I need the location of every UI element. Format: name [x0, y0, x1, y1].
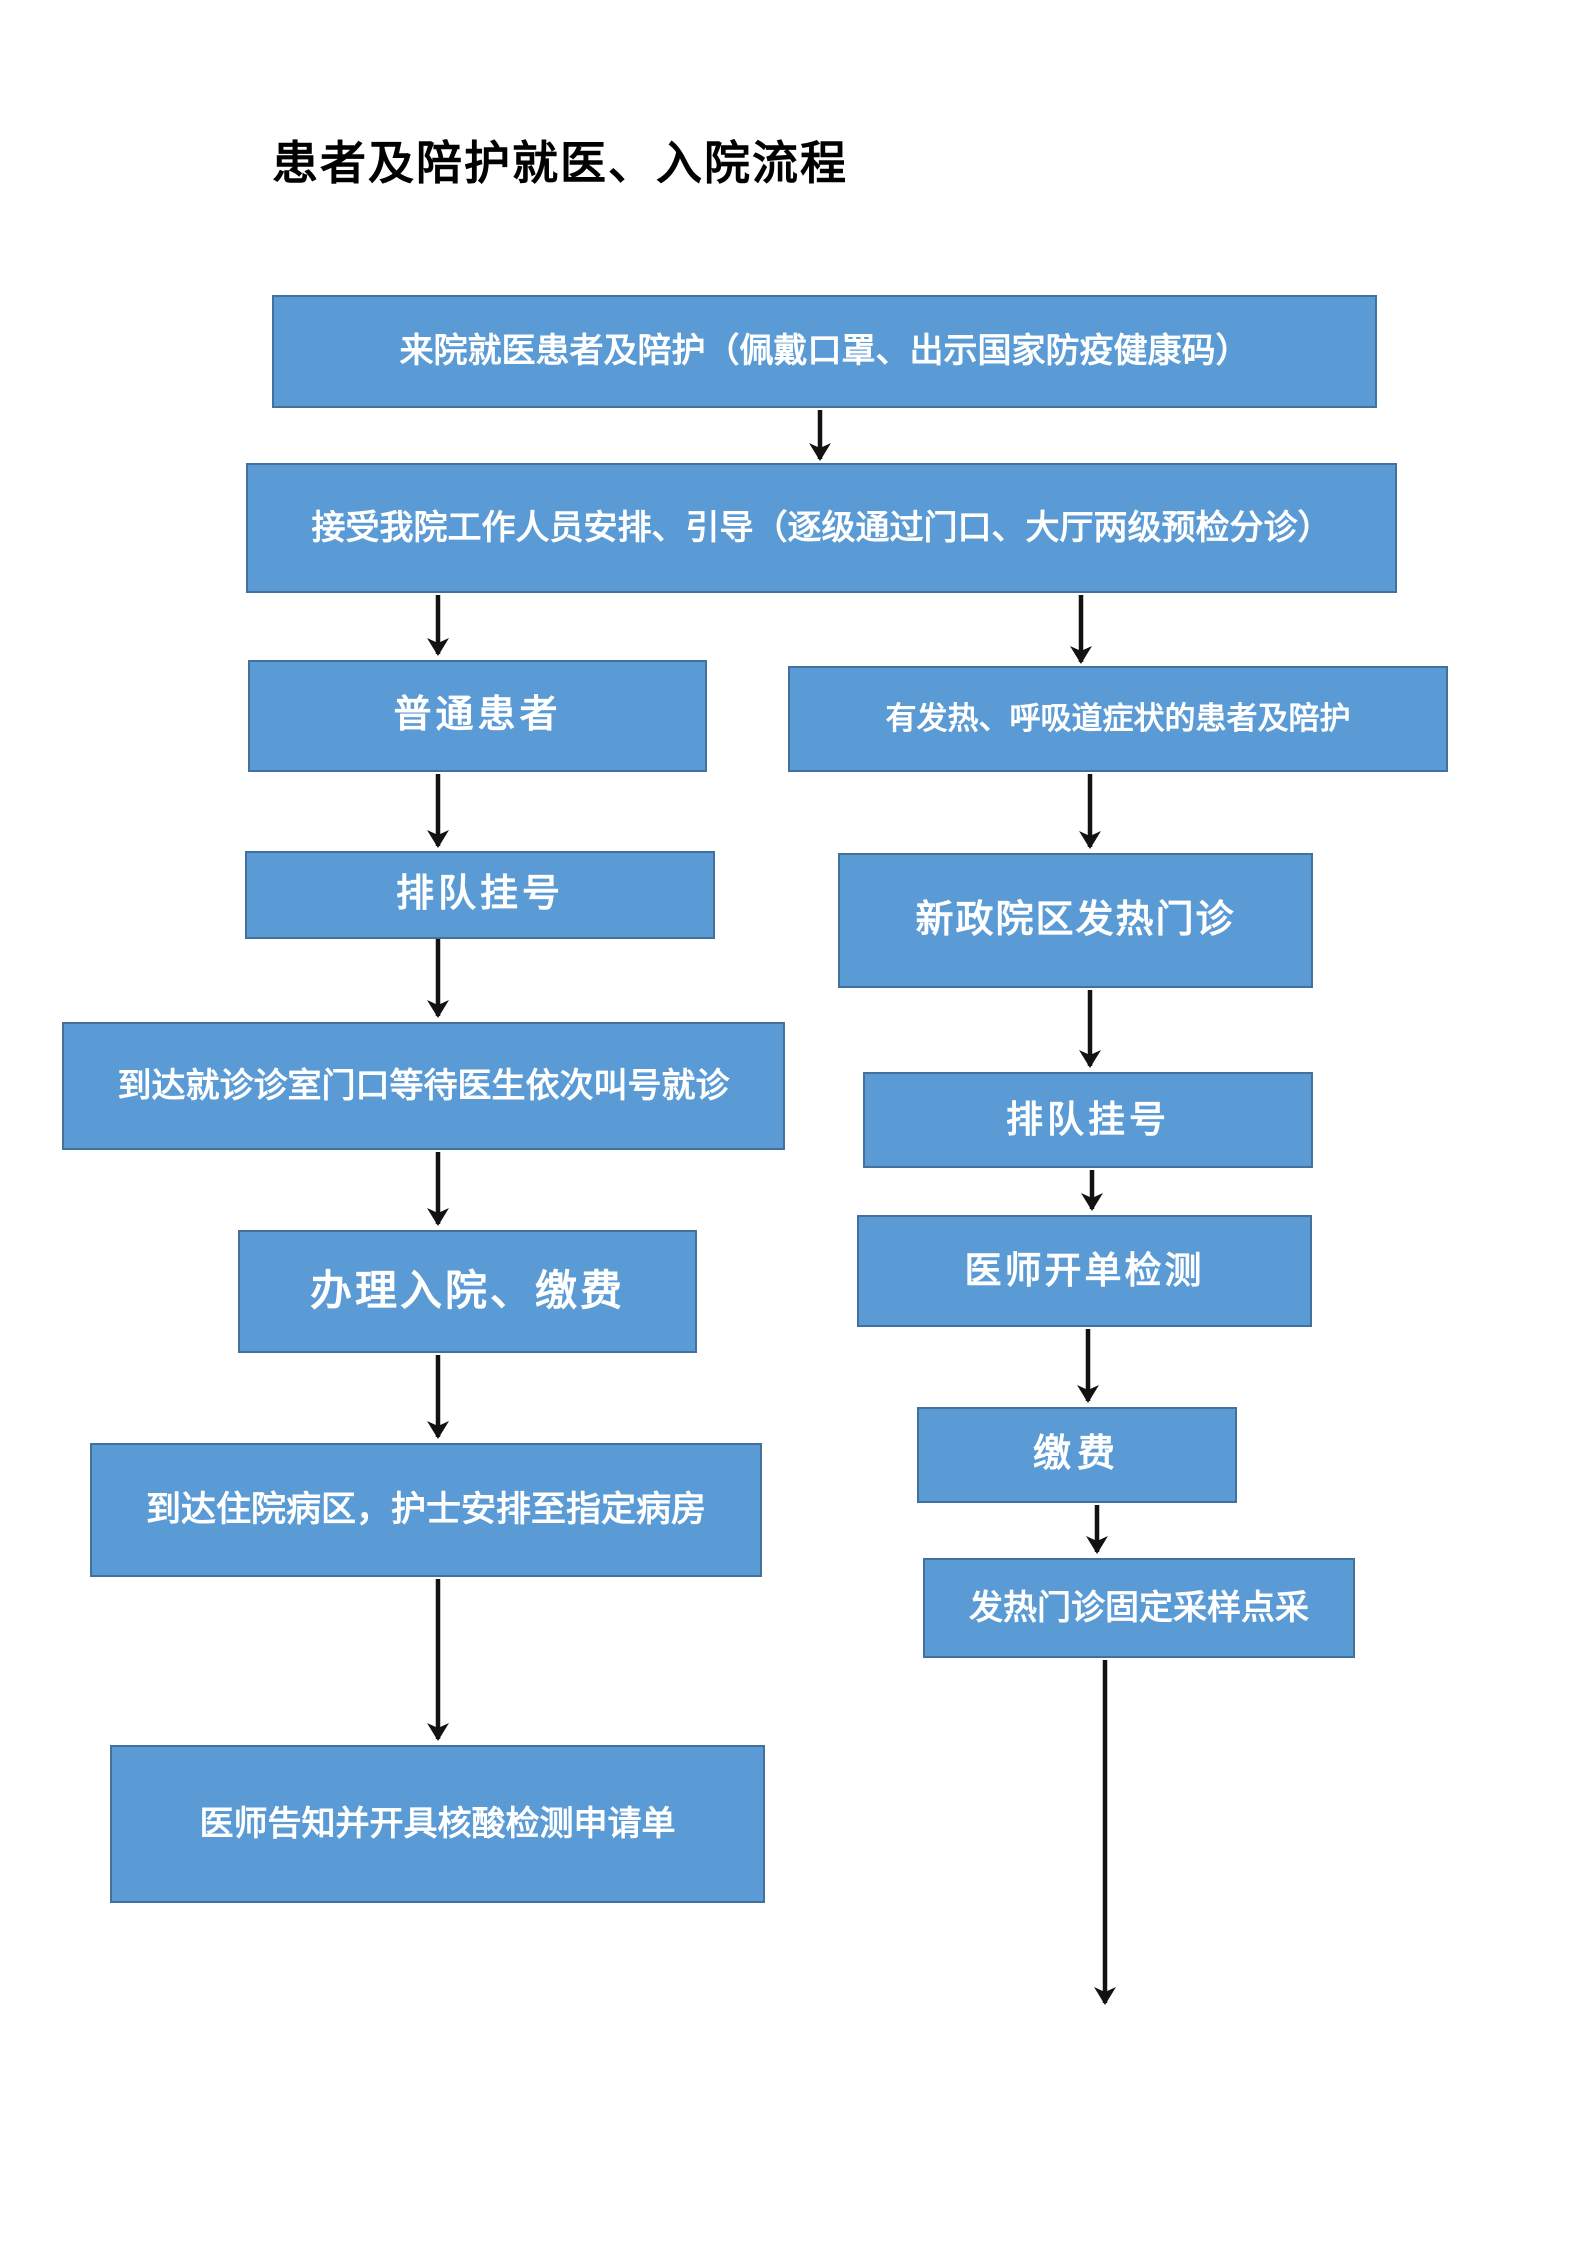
- flow-node-payment: 缴费: [917, 1407, 1237, 1503]
- flow-node-queue-register-left-label: 排队挂号: [395, 873, 564, 916]
- flow-node-arrival: 来院就医患者及陪护（佩戴口罩、出示国家防疫健康码）: [272, 295, 1377, 408]
- page-title: 患者及陪护就医、入院流程: [272, 138, 848, 189]
- flow-node-admission-payment-label: 办理入院、缴费: [309, 1267, 625, 1315]
- flow-node-fever-patient: 有发热、呼吸道症状的患者及陪护: [788, 666, 1448, 772]
- flow-node-ward-arrival: 到达住院病区，护士安排至指定病房: [90, 1443, 762, 1577]
- flow-node-sampling-point-label: 发热门诊固定采样点采: [969, 1588, 1309, 1627]
- flow-node-guidance: 接受我院工作人员安排、引导（逐级通过门口、大厅两级预检分诊）: [246, 463, 1397, 593]
- flow-node-sampling-point: 发热门诊固定采样点采: [923, 1558, 1355, 1658]
- flow-node-clinic-waiting-label: 到达就诊诊室门口等待医生依次叫号就诊: [117, 1066, 730, 1105]
- flow-node-nucleic-acid-order-label: 医师告知并开具核酸检测申请单: [199, 1804, 676, 1843]
- flow-node-queue-register-right: 排队挂号: [863, 1072, 1313, 1168]
- flow-node-doctor-test-order-label: 医师开单检测: [964, 1249, 1205, 1291]
- flow-node-admission-payment: 办理入院、缴费: [238, 1230, 697, 1353]
- flow-node-queue-register-right-label: 排队挂号: [1006, 1098, 1170, 1140]
- flow-node-ward-arrival-label: 到达住院病区，护士安排至指定病房: [145, 1490, 706, 1530]
- flow-node-arrival-label: 来院就医患者及陪护（佩戴口罩、出示国家防疫健康码）: [399, 332, 1250, 371]
- flow-node-doctor-test-order: 医师开单检测: [857, 1215, 1312, 1327]
- flow-node-nucleic-acid-order: 医师告知并开具核酸检测申请单: [110, 1745, 765, 1903]
- flow-node-clinic-waiting: 到达就诊诊室门口等待医生依次叫号就诊: [62, 1022, 785, 1150]
- flow-node-queue-register-left: 排队挂号: [245, 851, 715, 939]
- flow-node-guidance-label: 接受我院工作人员安排、引导（逐级通过门口、大厅两级预检分诊）: [311, 508, 1332, 547]
- flow-node-fever-patient-label: 有发热、呼吸道症状的患者及陪护: [885, 700, 1351, 736]
- flow-node-fever-clinic-label: 新政院区发热门诊: [915, 898, 1236, 941]
- flow-node-ordinary-patient: 普通患者: [248, 660, 707, 772]
- flow-node-fever-clinic: 新政院区发热门诊: [838, 853, 1313, 988]
- flow-node-payment-label: 缴费: [1032, 1433, 1121, 1476]
- flow-node-ordinary-patient-label: 普通患者: [393, 694, 562, 737]
